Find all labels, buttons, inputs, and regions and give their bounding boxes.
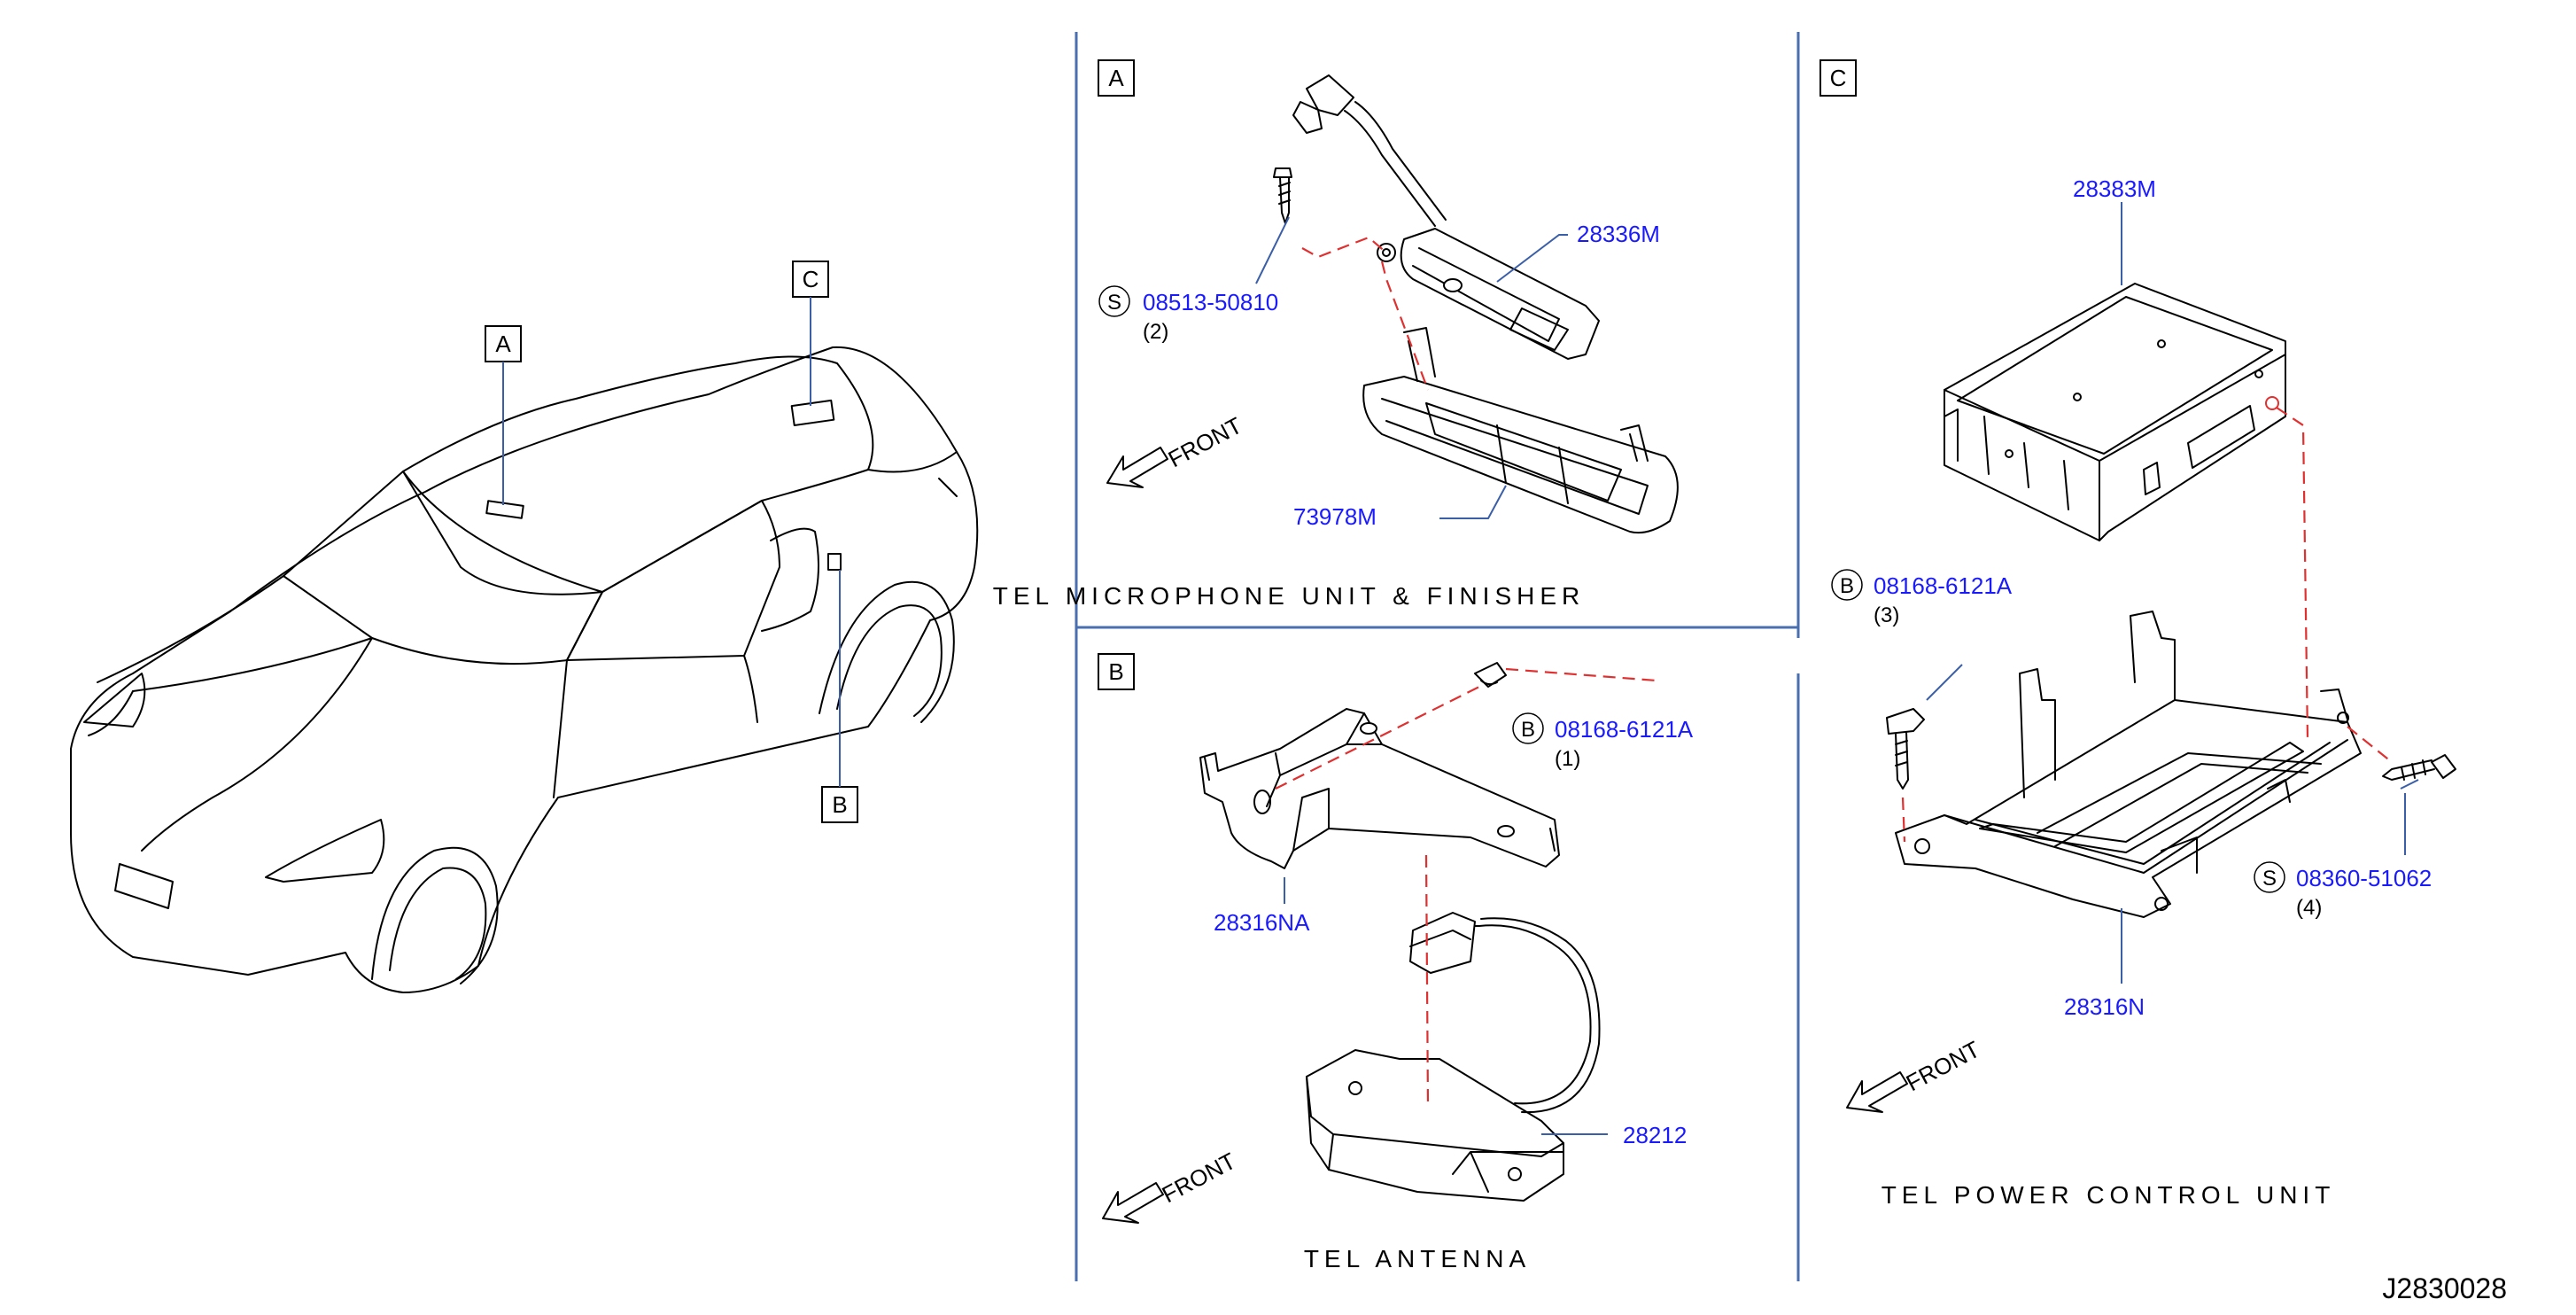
locator-c: C xyxy=(792,261,829,406)
locator-a: A xyxy=(485,325,522,505)
bolt-c-qty: (3) xyxy=(1874,603,1899,627)
part-28383M-label: 28383M xyxy=(2073,175,2156,202)
bracket-28316N-drawing xyxy=(1895,611,2362,918)
bolt-c-drawing xyxy=(1886,708,1925,790)
section-a: A xyxy=(993,59,1679,610)
front-a-label: FRONT xyxy=(1164,412,1246,473)
part-08360-51062-label: 08360-51062 xyxy=(2296,865,2432,891)
front-arrow-b: FRONT xyxy=(1102,1148,1240,1224)
screw-a-drawing xyxy=(1273,167,1292,224)
bracket-28316NA-drawing xyxy=(1199,708,1560,869)
finisher-drawing xyxy=(1362,327,1679,534)
bolt-b-drawing xyxy=(1474,662,1507,688)
part-28316N-label: 28316N xyxy=(2064,993,2145,1020)
part-28336M-label: 28336M xyxy=(1577,221,1660,247)
section-c-letter: C xyxy=(1830,65,1847,91)
diagram-id: J2830028 xyxy=(2382,1272,2507,1304)
locator-b: B xyxy=(821,570,858,823)
part-08513-50810-label: 08513-50810 xyxy=(1143,289,1278,315)
part-28212-label: 28212 xyxy=(1623,1122,1687,1148)
locator-b-letter: B xyxy=(832,791,847,818)
front-arrow-c: FRONT xyxy=(1846,1036,1984,1113)
antenna-28212-drawing xyxy=(1306,912,1601,1202)
front-c-label: FRONT xyxy=(1902,1036,1984,1097)
front-b-label: FRONT xyxy=(1158,1148,1240,1209)
part-28316NA-label: 28316NA xyxy=(1214,909,1310,936)
section-a-title: TEL MICROPHONE UNIT & FINISHER xyxy=(993,582,1586,610)
part-73978M-label: 73978M xyxy=(1293,503,1377,530)
screw-c-drawing xyxy=(2382,754,2456,781)
screw-c-symbol: S xyxy=(2262,867,2277,891)
locator-c-letter: C xyxy=(803,266,819,292)
bolt-b-qty: (1) xyxy=(1555,747,1580,771)
section-a-letter: A xyxy=(1108,65,1124,91)
section-b-letter: B xyxy=(1108,658,1123,685)
locator-a-letter: A xyxy=(495,331,511,357)
screw-a-symbol: S xyxy=(1107,291,1121,315)
section-c-title: TEL POWER CONTROL UNIT xyxy=(1882,1181,2336,1209)
unit-28383M-drawing xyxy=(1944,283,2286,541)
section-b: B xyxy=(1098,653,1694,1272)
front-arrow-a: FRONT xyxy=(1106,412,1246,488)
screw-c-qty: (4) xyxy=(2296,896,2322,920)
panel-dividers xyxy=(1075,32,1800,1281)
part-08168-6121A-b-label: 08168-6121A xyxy=(1555,716,1694,743)
bolt-c-symbol: B xyxy=(1840,574,1854,598)
bolt-b-symbol: B xyxy=(1521,718,1535,742)
part-08168-6121A-c-label: 08168-6121A xyxy=(1874,572,2013,599)
section-b-title: TEL ANTENNA xyxy=(1304,1245,1531,1272)
microphone-unit-drawing xyxy=(1292,74,1600,360)
screw-a-qty: (2) xyxy=(1143,320,1168,344)
section-c: C xyxy=(1819,59,2456,1209)
car-overview xyxy=(70,346,979,993)
